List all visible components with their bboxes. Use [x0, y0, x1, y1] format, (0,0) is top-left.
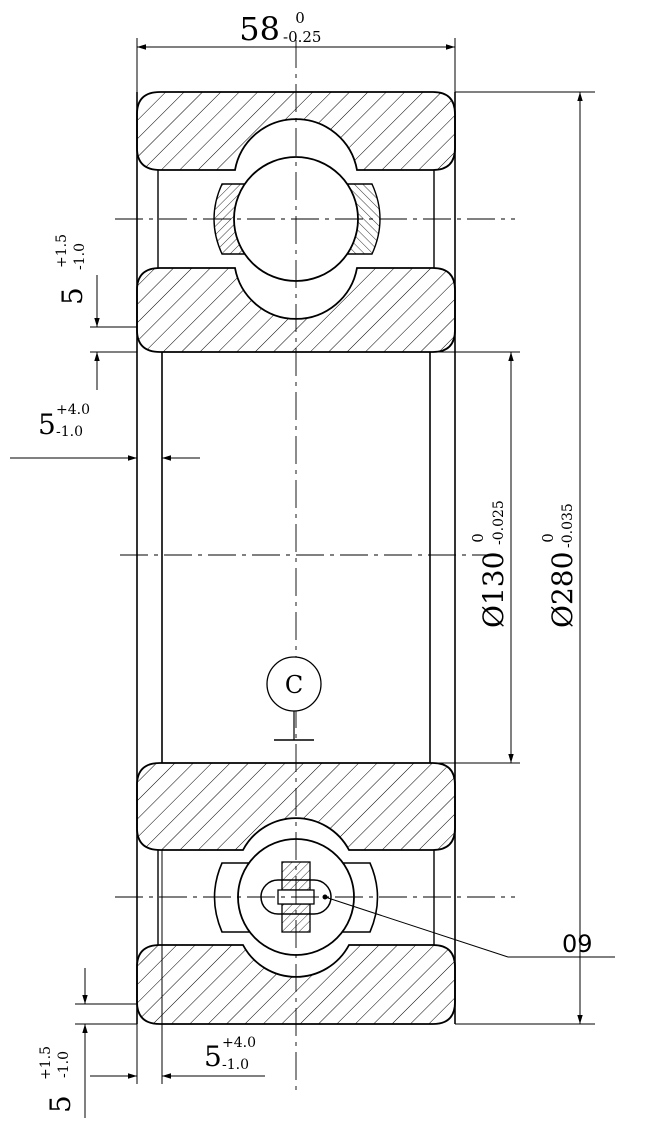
width-value: 58: [239, 10, 280, 48]
dimension-chamfer-inner-upper: 5 +4.0 -1.0: [10, 402, 200, 461]
center-lines: [115, 40, 515, 1090]
chamfer-inner-upper-lower-tol: -1.0: [56, 424, 83, 440]
upper-outer-ring: [136, 91, 456, 171]
chamfer-left-lower-lower-tol: -1.0: [56, 1051, 72, 1078]
dimension-chamfer-left-upper: 5 +1.5 -1.0: [54, 234, 137, 390]
chamfer-left-upper-value: 5: [56, 287, 89, 305]
chamfer-left-lower-upper-tol: +1.5: [38, 1046, 54, 1080]
width-lower-tol: -0.25: [283, 28, 321, 46]
bearing-outline: [136, 92, 456, 1024]
outer-diameter-value: Ø280: [546, 552, 579, 628]
chamfer-inner-lower-lower-tol: -1.0: [222, 1057, 249, 1073]
bore-diameter-lower-tol: -0.025: [491, 500, 507, 545]
width-upper-tol: 0: [295, 9, 305, 27]
bore-diameter-upper-tol: 0: [469, 533, 487, 543]
datum-c-symbol: C: [266, 656, 322, 741]
dimension-width-58: 58 0 -0.25: [136, 9, 456, 92]
datum-label: C: [285, 671, 303, 699]
chamfer-left-upper-upper-tol: +1.5: [54, 234, 70, 268]
chamfer-inner-lower-value: 5: [204, 1040, 222, 1073]
outer-diameter-lower-tol: -0.035: [560, 503, 576, 548]
bore-diameter-value: Ø130: [477, 552, 510, 628]
chamfer-inner-upper-value: 5: [38, 408, 56, 441]
part-label: 09: [562, 930, 593, 958]
part-leader-09: 09: [322, 894, 615, 958]
dimension-bore-diameter: Ø130 0 -0.025: [430, 351, 520, 764]
chamfer-left-upper-lower-tol: -1.0: [72, 243, 88, 270]
upper-inner-ring: [136, 267, 456, 353]
chamfer-inner-upper-upper-tol: +4.0: [56, 402, 90, 418]
chamfer-left-lower-value: 5: [44, 1095, 77, 1113]
dimension-chamfer-inner-lower: 5 +4.0 -1.0: [90, 850, 265, 1084]
dimension-outer-diameter: Ø280 0 -0.035: [455, 91, 595, 1025]
outer-diameter-upper-tol: 0: [539, 533, 557, 543]
chamfer-inner-lower-upper-tol: +4.0: [222, 1035, 256, 1051]
dimension-chamfer-left-lower: 5 +1.5 -1.0: [38, 968, 137, 1118]
